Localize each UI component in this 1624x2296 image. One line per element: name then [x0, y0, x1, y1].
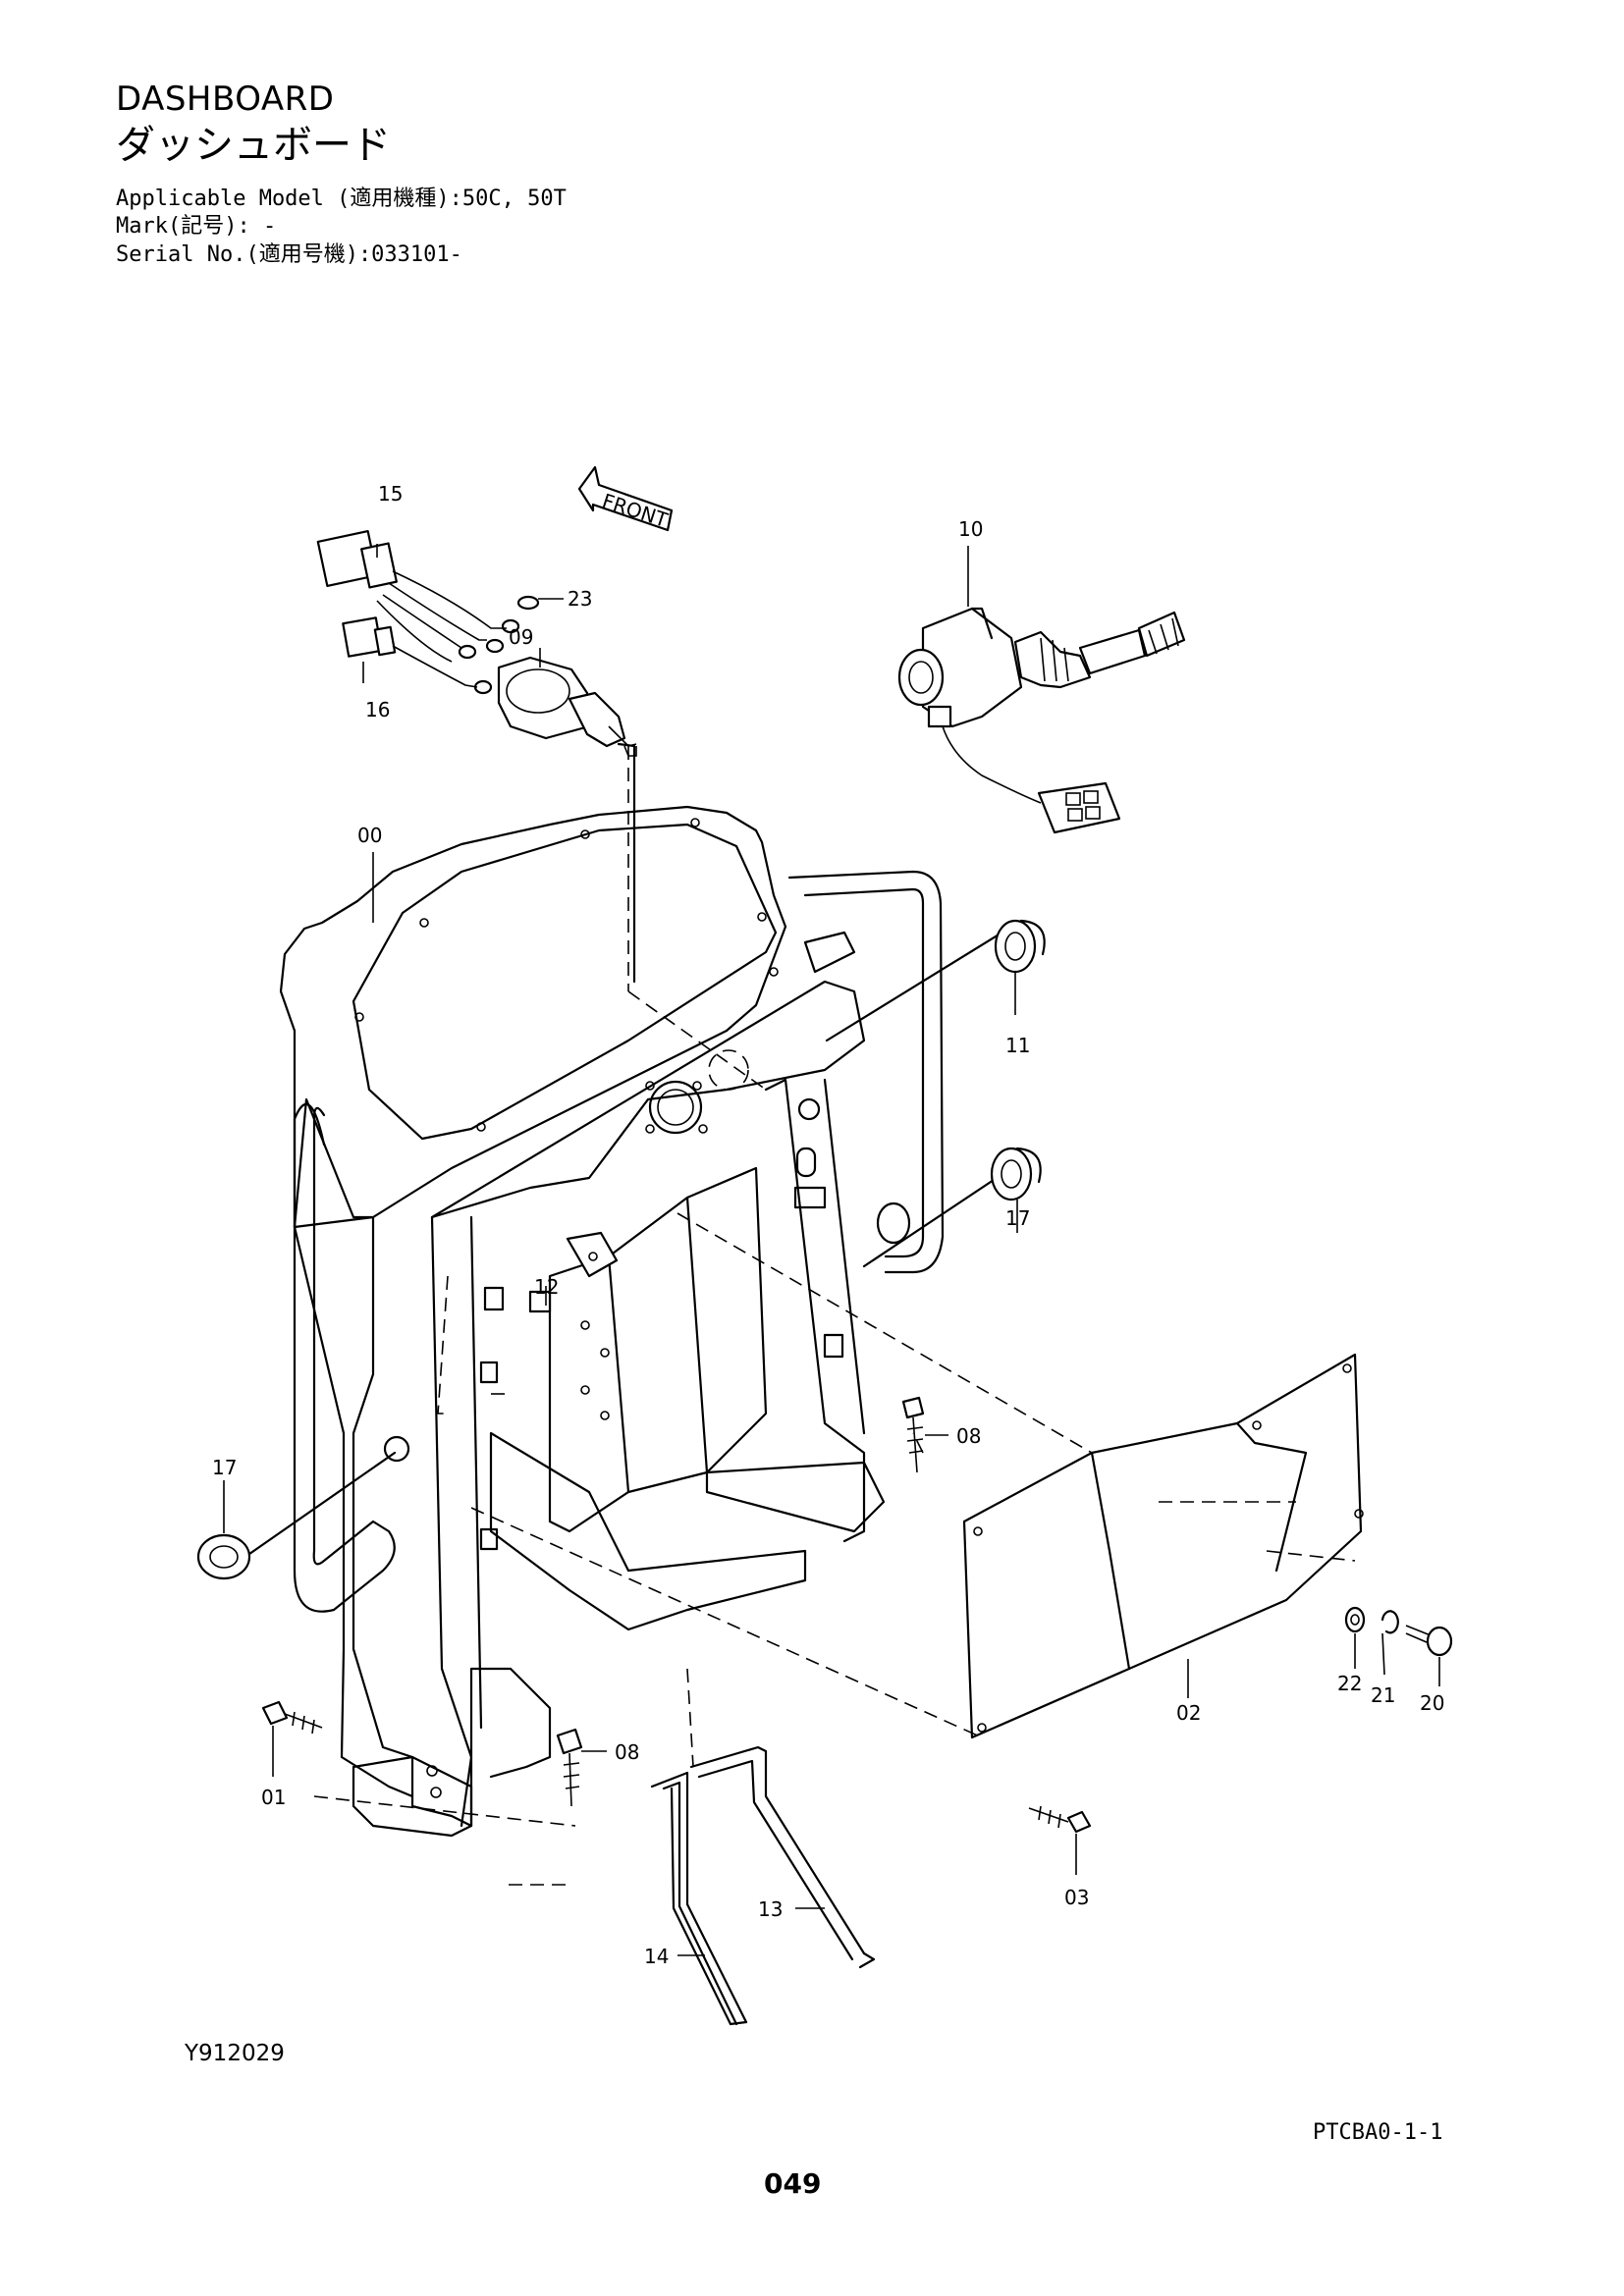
callout-20: 20: [1420, 1691, 1444, 1715]
grommet-17-right: [990, 1147, 1042, 1201]
callout-01: 01: [261, 1786, 286, 1809]
callout-12: 12: [534, 1275, 559, 1299]
control-lever-10: [897, 607, 1186, 834]
fasteners-20-21-22: [1344, 1606, 1453, 1657]
hoses-13-14: [650, 1745, 876, 2026]
callout-23: 23: [568, 587, 592, 611]
key-switch-assembly: [316, 529, 637, 984]
bracket-12: [528, 1231, 619, 1313]
callout-17-right: 17: [1005, 1206, 1030, 1230]
grab-handle: [293, 1102, 396, 1613]
mark-info: Mark(記号): -: [116, 214, 277, 239]
callout-21: 21: [1371, 1683, 1395, 1707]
page-title-japanese: ダッシュボード: [116, 123, 391, 168]
callout-22: 22: [1337, 1672, 1362, 1695]
figure-code: Y912029: [185, 2041, 285, 2066]
callout-02: 02: [1176, 1701, 1201, 1725]
dashboard-frame: [279, 805, 945, 1838]
page-title: DASHBOARD: [116, 80, 335, 119]
callout-14: 14: [644, 1945, 669, 1968]
callout-15: 15: [378, 482, 403, 506]
applicable-model: Applicable Model (適用機種):50C, 50T: [116, 187, 567, 211]
front-arrow-icon: FRONT: [577, 465, 674, 532]
serial-number: Serial No.(適用号機):033101-: [116, 242, 462, 267]
callout-13: 13: [758, 1897, 783, 1921]
plug: [876, 1201, 911, 1245]
callout-09: 09: [509, 625, 533, 649]
page-number: 049: [764, 2167, 822, 2200]
bolt-08-lower: [556, 1728, 583, 1807]
bottom-cover-02: [962, 1353, 1364, 1739]
callout-08-upper: 08: [956, 1424, 981, 1448]
bolt-01: [261, 1700, 323, 1735]
grommet-17-left: [196, 1533, 251, 1580]
grommet-11: [994, 919, 1046, 974]
callout-11: 11: [1005, 1034, 1030, 1057]
bolt-08-upper: [901, 1396, 925, 1473]
bolt-03: [1028, 1805, 1092, 1834]
catalog-code: PTCBA0-1-1: [1313, 2120, 1443, 2145]
callout-08-lower: 08: [615, 1740, 639, 1764]
callout-03: 03: [1064, 1886, 1089, 1909]
front-label: FRONT: [599, 489, 671, 532]
callout-16: 16: [365, 698, 390, 721]
callout-10: 10: [958, 517, 983, 541]
callout-00: 00: [357, 824, 382, 847]
callout-17-left: 17: [212, 1456, 237, 1479]
